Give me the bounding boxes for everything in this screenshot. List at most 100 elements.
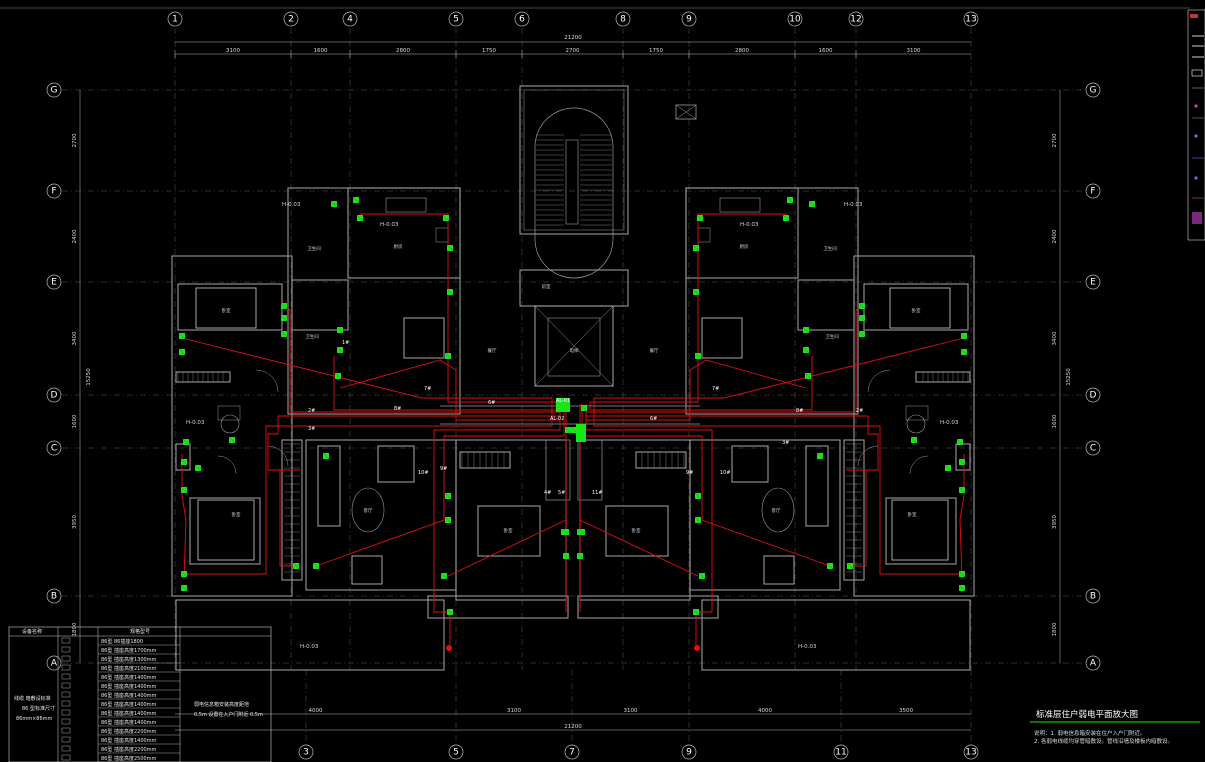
dim-bottom-1: 3100	[507, 708, 521, 714]
legend-row-5: 86型 插座高度1400mm	[101, 683, 157, 690]
room-label-8: 卧室	[232, 511, 241, 518]
legend-row-7: 86型 插座高度1400mm	[101, 701, 157, 708]
door-swing	[909, 455, 929, 475]
room-label-11: 卧室	[632, 527, 641, 534]
axis-label-bottom-4: 11	[835, 748, 846, 758]
axis-label-right-E: E	[1090, 278, 1096, 288]
dim-left-3: 1600	[72, 414, 78, 428]
cable-west-column	[959, 454, 965, 579]
room-label-4: 卫生间	[307, 245, 321, 252]
closet	[635, 451, 687, 469]
legend-row-13: 86型 插座高度2500mm	[101, 755, 157, 762]
stair-core-inner	[523, 89, 625, 231]
outlet-device-mark	[330, 200, 338, 208]
axis-bubble-bottom-9	[681, 744, 697, 760]
bed-south	[891, 499, 949, 561]
apt-north-block	[287, 187, 461, 415]
outlet-device-mark	[580, 404, 588, 412]
bedroom-north	[177, 283, 283, 331]
info-box-al-02	[576, 424, 586, 442]
legend-symbol	[61, 709, 71, 716]
axis-bubble-left-F	[46, 183, 62, 199]
balcony-south	[577, 595, 719, 619]
outlet-device-mark	[228, 436, 236, 444]
cable-label-12: 8#	[796, 408, 803, 414]
axis-label-top-6: 9	[686, 15, 692, 25]
axis-label-right-G: G	[1090, 86, 1097, 96]
outlet-device-mark	[178, 348, 186, 356]
axis-label-bottom-3: 9	[686, 748, 692, 758]
legend-row-1: 86型 插座高度1700mm	[101, 647, 157, 654]
outlet-device-mark	[858, 314, 866, 322]
dim-right-3: 1600	[1052, 414, 1058, 428]
elevation-label-2: H-0.03	[186, 420, 205, 426]
axis-bubble-top-12	[848, 11, 864, 27]
bed-south	[197, 499, 255, 561]
legend-right-note-1: 0.5m 设置在入户门附近 0.5m	[194, 711, 263, 718]
axis-label-top-3: 5	[453, 15, 459, 25]
dim-left-5: 1800	[72, 622, 78, 636]
balcony-south	[427, 595, 569, 619]
outlet-device-mark	[564, 426, 572, 434]
room-label-10: 卧室	[504, 527, 513, 534]
outlet-device-mark	[444, 352, 452, 360]
axis-label-right-D: D	[1090, 391, 1097, 401]
legend-row-12: 86型 插座高度2200mm	[101, 746, 157, 753]
axis-bubble-left-E	[46, 274, 62, 290]
cable-bedroom-south	[184, 404, 553, 575]
note-line-2: 2. 各弱电线缆均穿管暗敷设，管线沿墙及楼板内暗敷设。	[1034, 737, 1173, 745]
axis-bubble-left-C	[46, 440, 62, 456]
outlet-device-mark	[444, 492, 452, 500]
cable-label-16: 10#	[720, 470, 731, 476]
axis-bubble-bottom-7	[564, 744, 580, 760]
cable-label-15: 9#	[686, 470, 693, 476]
outlet-device-mark	[446, 244, 454, 252]
legend-row-3: 86型 插座高度2100mm	[101, 665, 157, 672]
cable-label-8: 4#	[544, 490, 551, 496]
outlet-device-mark	[782, 214, 790, 222]
room-label-0: 卧室	[222, 307, 231, 314]
toilet-tank	[905, 405, 929, 421]
outlet-device-mark	[808, 200, 816, 208]
cable-kitchen	[589, 213, 787, 404]
room-label-5: 卫生间	[823, 245, 837, 252]
legend-symbol	[61, 718, 71, 725]
outlet-device-mark	[816, 452, 824, 460]
stair-oval	[534, 107, 614, 279]
coffee-table	[761, 487, 795, 533]
legend-header-1: 规格型号	[130, 628, 150, 635]
axis-bubble-left-B	[46, 588, 62, 604]
outlet-device-mark	[446, 288, 454, 296]
outlet-device-mark	[562, 552, 570, 560]
legend-left-note-1: 86 型标准尺寸	[22, 705, 55, 712]
door-swing	[217, 455, 237, 475]
armchair	[377, 445, 415, 483]
shaft-right	[577, 439, 603, 501]
outlet-device-mark	[958, 584, 966, 592]
outlet-device-mark	[958, 570, 966, 578]
axis-bubble-top-10	[787, 11, 803, 27]
room-label-1: 卧室	[912, 307, 921, 314]
legend-left-note-2: 86mm×86mm	[16, 716, 53, 722]
dim-right-total: 15250	[1066, 368, 1072, 386]
axis-label-bottom-0: 3	[303, 748, 309, 758]
note-line-1: 说明：1. 弱电信息箱安装在住户入户门附近。	[1034, 729, 1146, 737]
outlet-device-mark	[180, 458, 188, 466]
axis-bubble-right-F	[1085, 183, 1101, 199]
cable-bedroom-west	[181, 337, 553, 404]
outlet-device-mark	[956, 438, 964, 446]
dim-left-1: 2400	[72, 229, 78, 243]
dim-bottom-2: 3100	[624, 708, 638, 714]
axis-bubble-left-D	[46, 387, 62, 403]
legend-symbol	[61, 727, 71, 734]
legend-left-note-0: 线缆 暗敷设标准	[14, 695, 51, 702]
cable-label-7: 9#	[440, 466, 447, 472]
outlet-device-mark	[802, 346, 810, 354]
axis-label-left-F: F	[51, 187, 56, 197]
outlet-device-mark	[958, 486, 966, 494]
stove	[697, 227, 711, 243]
terrace	[175, 599, 445, 671]
legend-symbol	[61, 664, 71, 671]
